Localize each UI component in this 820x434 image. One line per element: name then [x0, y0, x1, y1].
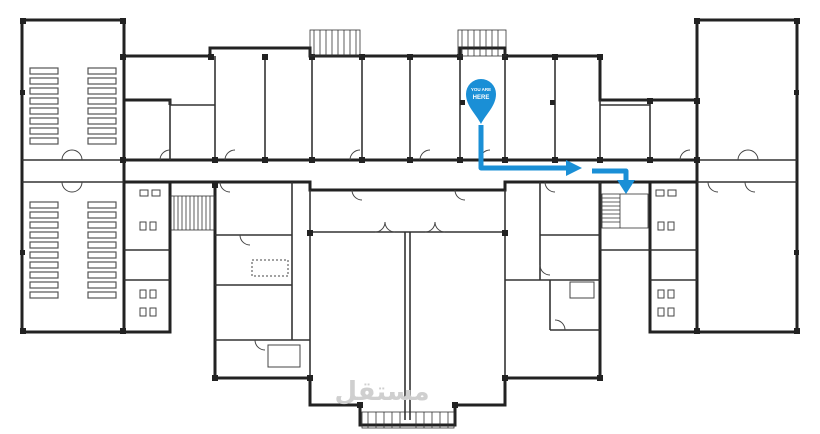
you-are-here-marker: YOU ARE HERE: [466, 79, 496, 124]
route-arrow: [478, 125, 635, 194]
location-pin-icon: [466, 79, 496, 124]
entrance-steps-top: [309, 29, 507, 57]
stairs-right: [601, 193, 649, 229]
route-arrow-head-1: [566, 160, 582, 176]
entrance-steps-bottom: [361, 411, 455, 429]
marker-line-1: YOU ARE: [471, 87, 491, 92]
left-wing-desks-bottom: [29, 201, 117, 299]
stairs-left: [169, 195, 216, 231]
route-arrow-head-2: [617, 180, 635, 194]
restroom-fixtures: [139, 189, 677, 368]
column-posts: [20, 18, 800, 408]
left-wing-desks-top: [29, 67, 117, 145]
interior-walls: [22, 56, 797, 420]
marker-line-2: HERE: [473, 95, 490, 101]
watermark: مستقل: [334, 377, 429, 407]
